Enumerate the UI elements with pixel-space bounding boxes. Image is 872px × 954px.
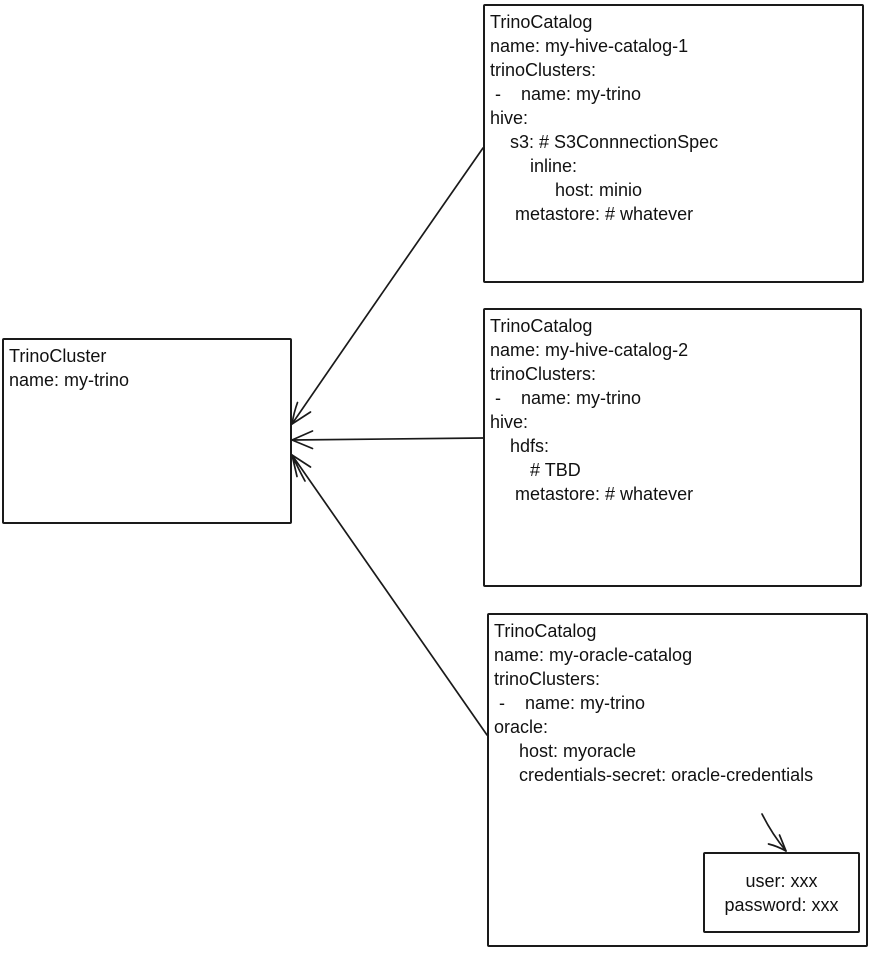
yaml-line: host: myoracle [494,741,637,761]
yaml-line: # TBD [490,460,581,480]
yaml-line: - name: my-trino [490,388,642,408]
yaml-line: oracle: [494,717,549,737]
trino-catalog-hive-2-text: TrinoCatalog name: my-hive-catalog-2 trino… [490,314,855,506]
trino-catalog-hive-2-box: TrinoCatalog name: my-hive-catalog-2 trino… [483,308,862,587]
yaml-line: host: minio [490,180,643,200]
yaml-line: TrinoCatalog [490,316,593,336]
connector-arrowhead-catalog3 [291,454,312,482]
trino-catalog-oracle-box: TrinoCatalog name: my-oracle-catalog trino… [487,613,868,947]
connector-line-catalog2-to-cluster [291,437,484,441]
yaml-line: password: xxx [724,894,839,915]
yaml-line: TrinoCluster [9,346,107,366]
trino-catalog-hive-1-text: TrinoCatalog name: my-hive-catalog-1 trino… [490,10,857,226]
yaml-line: - name: my-trino [494,693,646,713]
yaml-line: user: xxx [745,870,818,891]
yaml-line: credentials-secret: oracle-credentials [494,765,814,785]
yaml-line: trinoClusters: [490,60,597,80]
trino-cluster-box: TrinoCluster name: my-trino [2,338,292,524]
connector-line-catalog1-to-cluster [291,147,484,425]
yaml-line: name: my-oracle-catalog [494,645,693,665]
yaml-line: metastore: # whatever [490,204,694,224]
yaml-line: TrinoCatalog [494,621,597,641]
connector-line-catalog3-to-cluster [291,454,488,736]
trino-catalog-hive-1-box: TrinoCatalog name: my-hive-catalog-1 trino… [483,4,864,283]
yaml-line: hive: [490,412,529,432]
credentials-secret-box: user: xxx password: xxx [703,852,860,933]
trino-catalog-oracle-text: TrinoCatalog name: my-oracle-catalog trino… [494,619,861,787]
yaml-line: inline: [490,156,578,176]
yaml-line: metastore: # whatever [490,484,694,504]
yaml-line: - name: my-trino [490,84,642,104]
yaml-line: name: my-hive-catalog-1 [490,36,689,56]
credentials-secret-text: user: xxx password: xxx [710,869,853,917]
connector-arrowhead-catalog2 [291,430,314,450]
yaml-line: hdfs: [490,436,550,456]
yaml-line: TrinoCatalog [490,12,593,32]
yaml-line: trinoClusters: [490,364,597,384]
connector-arrowhead-catalog1 [291,401,312,425]
yaml-line: name: my-hive-catalog-2 [490,340,689,360]
yaml-line: hive: [490,108,529,128]
yaml-line: name: my-trino [9,370,130,390]
yaml-line: trinoClusters: [494,669,601,689]
trino-cluster-text: TrinoCluster name: my-trino [9,344,285,392]
yaml-line: s3: # S3ConnnectionSpec [490,132,719,152]
